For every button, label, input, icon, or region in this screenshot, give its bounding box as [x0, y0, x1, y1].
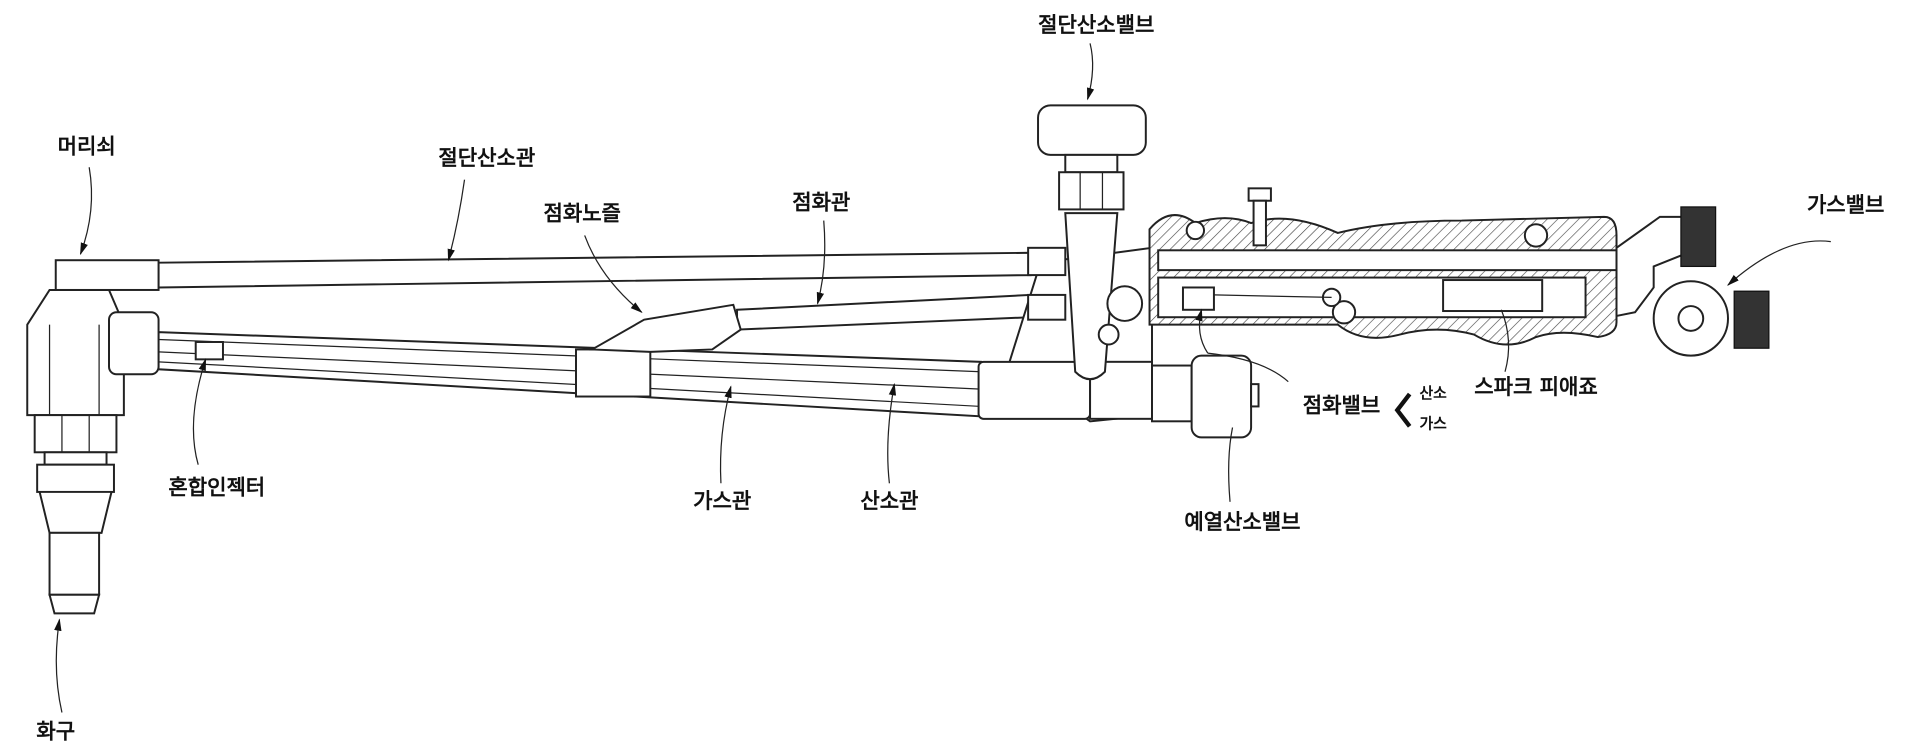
label-oxygen-tube: 산소관: [860, 488, 918, 513]
tip-nozzle: [48, 593, 101, 615]
mixer-body: [977, 360, 1092, 420]
bracket-icon: [1394, 392, 1412, 428]
tube-collar: [575, 348, 652, 398]
gas-oxygen-tubes: [157, 331, 983, 418]
handle: [1148, 187, 1618, 346]
label-gas-valve: 가스밸브: [1807, 192, 1884, 217]
ignition-tube: [736, 293, 1032, 331]
label-cutting-oxygen-tube: 절단산소관: [438, 145, 535, 170]
label-cutting-oxygen-valve: 절단산소밸브: [1038, 12, 1154, 37]
gas-valve: [1615, 206, 1770, 357]
label-gas-tube: 가스관: [693, 488, 751, 513]
label-ignition-nozzle: 점화노즐: [543, 201, 620, 226]
mixing-injector-part: [194, 341, 224, 361]
preheat-oxygen-valve: [1151, 354, 1260, 439]
cutting-oxygen-valve: [1037, 104, 1147, 381]
label-head: 머리쇠: [58, 134, 116, 159]
leader-lines: [54, 43, 1831, 713]
label-mixing-injector: 혼합인젝터: [168, 474, 265, 499]
label-ignition-tube: 점화관: [792, 189, 850, 214]
label-ignition-valve: 점화밸브: [1303, 393, 1380, 418]
label-preheat-oxygen-valve: 예열산소밸브: [1184, 509, 1300, 534]
ignition-nozzle: [588, 303, 742, 353]
label-ignition-valve-oxygen: 산소: [1420, 384, 1448, 402]
label-spark-piezo: 스파크 피애죠: [1474, 374, 1597, 399]
head-fitting: [26, 259, 160, 615]
label-tip: 화구: [36, 719, 75, 741]
label-ignition-valve-gas: 가스: [1420, 415, 1448, 433]
